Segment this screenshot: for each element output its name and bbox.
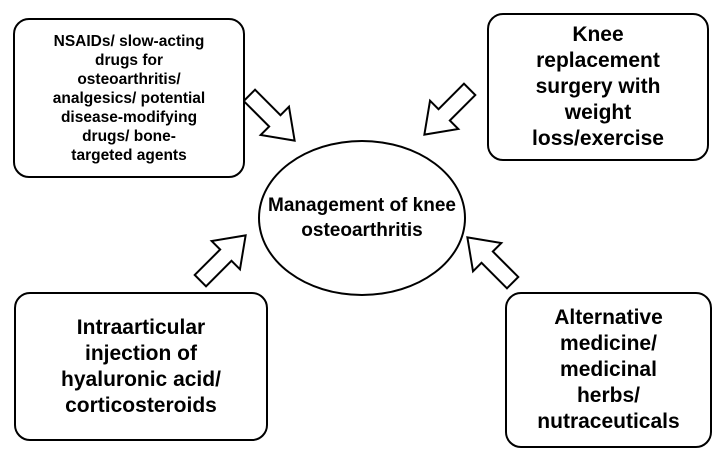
box-bottom-right-alternative: Alternative medicine/ medicinal herbs/ n… [505, 292, 712, 448]
arrow-top-right-shape [423, 82, 477, 136]
box-top-left-line-7: targeted agents [71, 146, 187, 164]
center-line-1: Management [268, 195, 385, 216]
arrow-bottom-right-shape [466, 236, 520, 290]
box-bottom-right-text: Alternative medicine/ medicinal herbs/ n… [537, 305, 679, 435]
center-text: Management of knee osteoarthritis [260, 193, 464, 243]
center-line-3: osteoarthritis [301, 220, 423, 241]
box-top-left-line-3: osteoarthritis/ [77, 70, 181, 88]
box-bottom-right-line-2: medicine/ [560, 332, 657, 355]
center-ellipse-management: Management of knee osteoarthritis [258, 140, 466, 296]
arrow-bottom-right [466, 236, 520, 290]
box-top-left-line-1: NSAIDs/ slow-acting [53, 32, 205, 50]
box-top-right-line-2: replacement [536, 49, 660, 72]
box-top-right-line-1: Knee [572, 23, 624, 46]
box-bottom-left-line-1: Intraarticular [76, 315, 206, 339]
box-top-left-line-4: analgesics/ potential [52, 89, 206, 107]
box-top-right-line-5: loss/exercise [532, 127, 664, 150]
box-bottom-right-line-4: herbs/ [576, 384, 640, 407]
arrow-top-left [242, 88, 296, 142]
box-top-left-line-5: disease-modifying [60, 108, 198, 126]
arrow-bottom-left-shape [193, 234, 247, 288]
arrow-bottom-left [193, 234, 247, 288]
box-bottom-left-line-2: injection of [84, 341, 197, 365]
box-top-right-line-3: surgery with [535, 75, 661, 98]
box-top-right-text: Knee replacement surgery with weight los… [532, 22, 664, 152]
box-bottom-left-text: Intraarticular injection of hyaluronic a… [61, 315, 221, 419]
box-top-left-text: NSAIDs/ slow-acting drugs for osteoarthr… [53, 32, 205, 165]
arrow-top-left-shape [242, 88, 296, 142]
box-top-right-surgery: Knee replacement surgery with weight los… [487, 13, 709, 161]
box-top-left-line-6: drugs/ bone- [82, 127, 176, 145]
box-top-left-line-2: drugs for [94, 51, 164, 69]
box-bottom-left-injection: Intraarticular injection of hyaluronic a… [14, 292, 268, 441]
box-top-left-pharmacological: NSAIDs/ slow-acting drugs for osteoarthr… [13, 18, 245, 178]
arrow-top-right [423, 82, 477, 136]
box-bottom-right-line-5: nutraceuticals [537, 410, 680, 433]
box-bottom-left-line-4: corticosteroids [65, 393, 217, 417]
box-bottom-right-line-1: Alternative [554, 306, 663, 329]
box-top-right-line-4: weight [564, 101, 632, 124]
box-bottom-right-line-3: medicinal [560, 358, 657, 381]
box-bottom-left-line-3: hyaluronic acid/ [61, 367, 221, 391]
center-line-2: of knee [389, 195, 456, 216]
